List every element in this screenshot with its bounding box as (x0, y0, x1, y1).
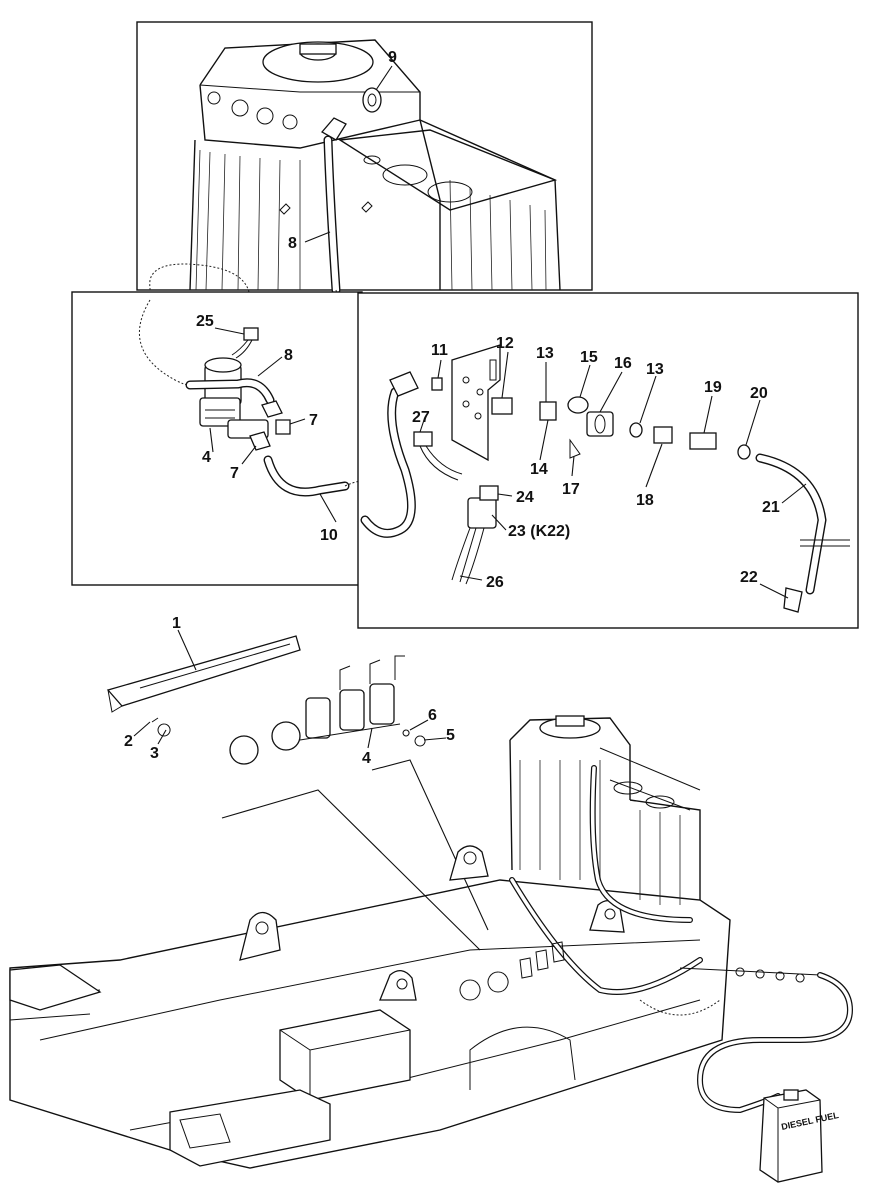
callout-15: 15 (580, 349, 598, 366)
callout-1: 1 (172, 615, 181, 632)
breather-fitting (362, 87, 382, 113)
fitting-chain (431, 377, 751, 460)
accumulator-cluster (229, 655, 405, 765)
callout-27: 27 (412, 409, 430, 426)
callout-20: 20 (750, 385, 768, 402)
callout-4-frame: 4 (362, 750, 371, 767)
callout-7-left: 7 (230, 465, 239, 482)
callout-19: 19 (704, 379, 722, 396)
elbow-fittings (249, 400, 291, 451)
lifting-eyes (239, 845, 625, 1001)
fittings-detail-panel: 11 12 13 15 16 13 19 20 27 14 17 18 21 2… (357, 292, 859, 629)
callout-3: 3 (150, 745, 159, 762)
callout-8-pump: 8 (284, 347, 293, 364)
callout-13-right: 13 (646, 361, 664, 378)
callout-18: 18 (636, 492, 654, 509)
callout-6: 6 (428, 707, 437, 724)
callout-16: 16 (614, 355, 632, 372)
callout-12: 12 (496, 335, 514, 352)
callout-14: 14 (530, 461, 548, 478)
callout-21: 21 (762, 499, 780, 516)
callout-2: 2 (124, 733, 133, 750)
callout-25: 25 (196, 313, 214, 330)
hose-routing-dashed (149, 263, 338, 331)
frame-overview: 1 2 3 6 5 4 (9, 615, 854, 1169)
callout-23-k22: 23 (K22) (508, 523, 570, 540)
callout-9: 9 (388, 49, 397, 66)
callout-26: 26 (486, 574, 504, 591)
relay-k22 (451, 485, 499, 585)
callout-22: 22 (740, 569, 758, 586)
callout-4-pump: 4 (202, 449, 211, 466)
callout-17: 17 (562, 481, 580, 498)
callout-10: 10 (320, 527, 338, 544)
callout-11: 11 (431, 342, 448, 359)
mounting-bracket (451, 344, 501, 462)
callout-8-top: 8 (288, 235, 297, 252)
callout-5: 5 (446, 727, 455, 744)
callout-24: 24 (516, 489, 534, 506)
tank-ports (207, 91, 298, 130)
callout-7-right: 7 (309, 412, 318, 429)
pump-detail-panel: 25 8 7 7 4 10 (71, 291, 392, 586)
callout-13-left: 13 (536, 345, 554, 362)
tank-detail-panel: 9 8 (136, 21, 593, 295)
fuel-can: DIESEL FUEL (759, 1089, 840, 1183)
